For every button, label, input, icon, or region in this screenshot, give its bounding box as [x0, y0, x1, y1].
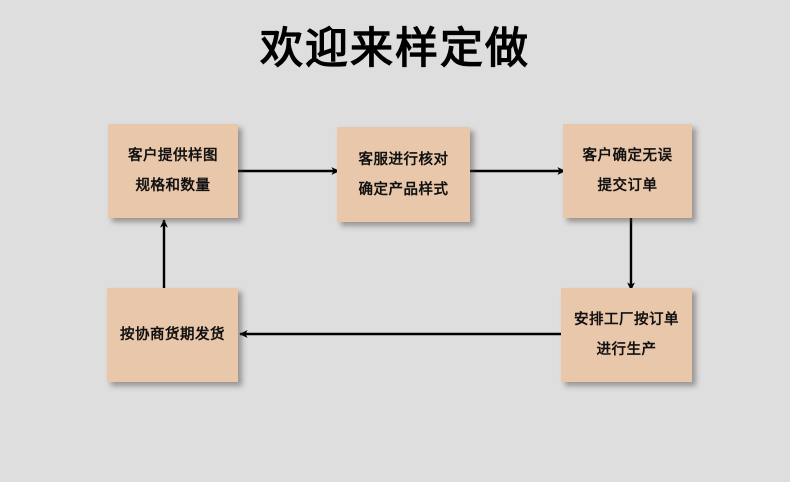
node-text-line: 客户确定无误 [582, 148, 673, 164]
node-text-line: 确定产品样式 [358, 181, 449, 198]
page-title: 欢迎来样定做 [260, 24, 530, 74]
node-text-line: 按协商货期发货 [120, 327, 225, 343]
flow-node-factory-production[interactable]: 安排工厂按订单 进行生产 [561, 288, 692, 382]
node-text-line: 规格和数量 [135, 178, 211, 194]
flow-node-service-verification[interactable]: 客服进行核对 确定产品样式 [337, 127, 470, 222]
node-text-line: 客服进行核对 [358, 151, 449, 168]
node-text-line: 安排工厂按订单 [574, 312, 679, 328]
node-text-line: 提交订单 [597, 178, 658, 194]
node-text-line: 进行生产 [596, 342, 657, 358]
flow-node-shipment-by-agreed-date[interactable]: 按协商货期发货 [107, 288, 238, 382]
flow-node-customer-confirms-order[interactable]: 客户确定无误 提交订单 [563, 124, 692, 218]
node-text-line: 客户提供样图 [128, 148, 218, 164]
flow-node-customer-provides-sample[interactable]: 客户提供样图 规格和数量 [108, 124, 238, 218]
